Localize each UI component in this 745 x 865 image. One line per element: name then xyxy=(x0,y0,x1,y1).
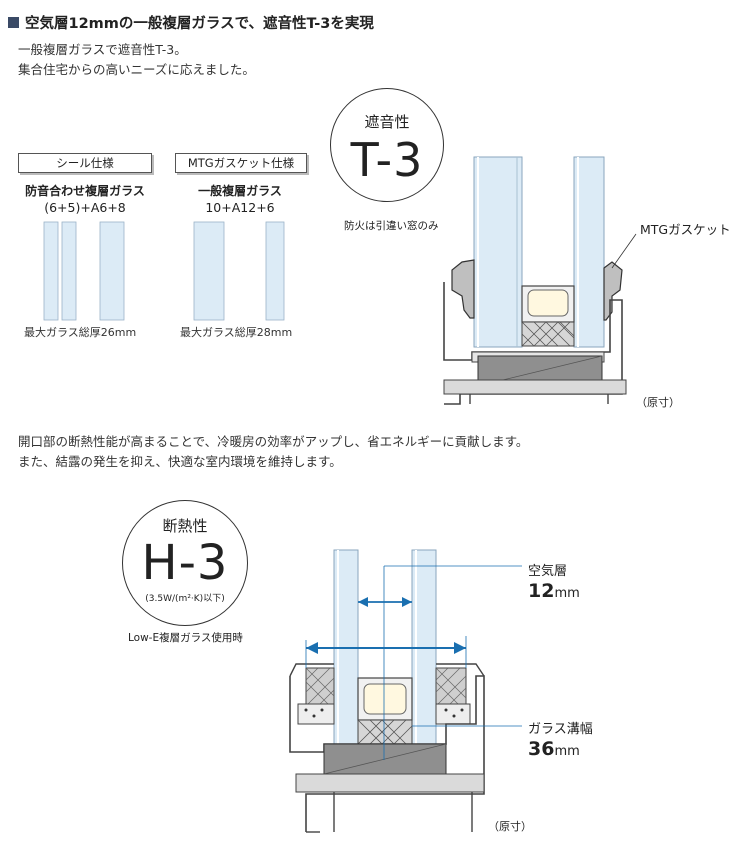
section-heading: 空気層12mmの一般複層ガラスで、遮音性T-3を実現 xyxy=(8,12,374,33)
thermal-line-2: また、結露の発生を抑え、快適な室内環境を維持します。 xyxy=(18,454,342,469)
thermal-line-1: 開口部の断熱性能が高まることで、冷暖房の効率がアップし、省エネルギーに貢献します… xyxy=(18,434,529,449)
heading-square-icon xyxy=(8,17,19,28)
seal-spec-max-thickness: 最大ガラス総厚26mm xyxy=(24,326,137,339)
intro-text: 一般複層ガラスで遮音性T-3。 集合住宅からの高いニーズに応えました。 xyxy=(18,40,255,80)
air-layer-unit: mm xyxy=(554,586,580,601)
sound-insulation-badge: 遮音性 T-3 xyxy=(330,88,444,202)
air-layer-value: 12mm xyxy=(528,580,580,602)
actual-size-note: （原寸） xyxy=(636,396,680,409)
glass-groove-unit: mm xyxy=(554,744,580,759)
thermal-badge-grade: H-3 xyxy=(141,535,229,591)
air-layer-label: 空気層 xyxy=(528,564,568,579)
air-layer-number: 12 xyxy=(528,580,555,602)
low-e-note: Low-E複層ガラス使用時 xyxy=(128,632,243,644)
fire-note: 防火は引違い窓のみ xyxy=(344,220,439,232)
sound-badge-grade: T-3 xyxy=(350,133,424,187)
mtg-spec-label: MTGガスケット仕様 xyxy=(175,153,307,173)
thermal-badge-label: 断熱性 xyxy=(162,517,208,535)
seal-spec-composition: (6+5)+A6+8 xyxy=(44,200,126,215)
mtg-glass-panes xyxy=(193,221,285,321)
mtg-spec-composition: 10+A12+6 xyxy=(205,200,275,215)
glass-groove-number: 36 xyxy=(528,738,555,760)
glass-groove-value: 36mm xyxy=(528,738,580,760)
seal-spec-label: シール仕様 xyxy=(18,153,152,173)
glass-groove-label: ガラス溝幅 xyxy=(528,722,593,737)
mtg-spec-glass: 一般複層ガラス xyxy=(198,184,282,198)
seal-glass-panes xyxy=(43,221,125,321)
thermal-badge-value: (3.5W/(m²·K)以下) xyxy=(145,594,225,604)
mtg-gasket-callout: MTGガスケット xyxy=(640,222,731,237)
actual-size-note-2: （原寸） xyxy=(488,820,532,833)
sound-badge-label: 遮音性 xyxy=(364,113,410,131)
thermal-text: 開口部の断熱性能が高まることで、冷暖房の効率がアップし、省エネルギーに貢献します… xyxy=(18,432,528,472)
thermal-insulation-badge: 断熱性 H-3 (3.5W/(m²·K)以下) xyxy=(122,500,248,626)
seal-spec-glass: 防音合わせ複層ガラス xyxy=(25,184,145,198)
intro-line-2: 集合住宅からの高いニーズに応えました。 xyxy=(18,62,255,77)
mtg-spec-max-thickness: 最大ガラス総厚28mm xyxy=(180,326,293,339)
heading-text: 空気層12mmの一般複層ガラスで、遮音性T-3を実現 xyxy=(25,16,374,32)
intro-line-1: 一般複層ガラスで遮音性T-3。 xyxy=(18,42,187,57)
